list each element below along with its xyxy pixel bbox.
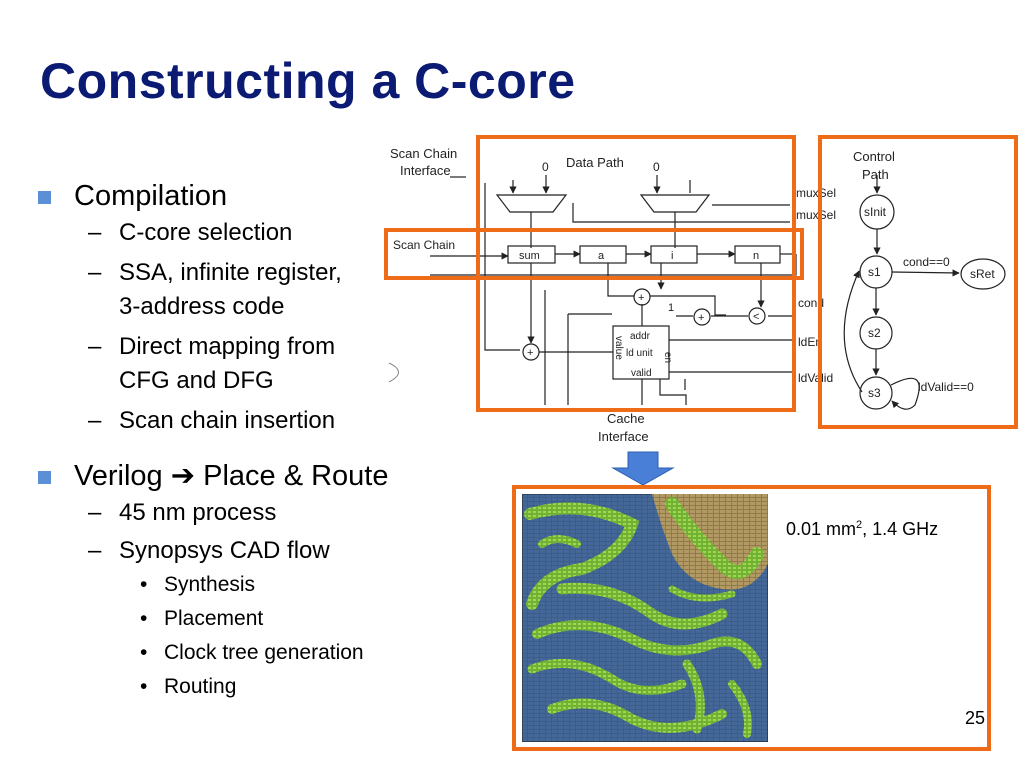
slide-title: Constructing a C-core [40,53,576,109]
state-s3 [859,376,893,410]
square-bullet-icon [38,191,51,204]
svg-text:i: i [671,250,673,262]
svg-text:Interface: Interface [400,163,451,178]
scan-chain-highlight [384,228,804,280]
data-path-highlight [476,135,796,412]
subsub-bullet: •Routing [140,675,237,698]
sub-bullet-continuation: CFG and DFG [119,367,274,394]
svg-text:ld unit: ld unit [626,348,653,359]
svg-text:+: + [527,347,533,359]
svg-text:Interface: Interface [598,429,649,444]
chip-layout-image [522,494,768,742]
bullet-verilog: Verilog ➔ Place & Route [38,456,458,496]
svg-text:sRet: sRet [970,267,995,281]
svg-text:+: + [698,312,704,324]
svg-text:sum: sum [519,250,540,262]
bullet-list: Compilation –C-core selection –SSA, infi… [38,176,458,704]
ld-unit [612,325,670,380]
svg-text:s2: s2 [868,326,881,340]
svg-text:s1: s1 [868,265,881,279]
mux-left [495,194,568,213]
svg-text:muxSel: muxSel [796,186,836,200]
svg-text:0: 0 [653,160,660,174]
subsub-bullet: •Placement [140,607,264,630]
svg-text:ldValid: ldValid [798,371,833,385]
comparator [748,307,766,325]
sub-bullet: –Direct mapping from [88,333,336,360]
svg-text:en: en [662,352,673,363]
adder-top [633,288,651,306]
cache-interface-label: Cache [607,411,645,426]
bullet-compilation: Compilation [38,176,458,216]
sub-bullet: –Synopsys CAD flow [88,537,330,564]
svg-text:valid: valid [631,368,652,379]
sub-bullet-continuation: 3-address code [119,293,285,320]
svg-text:a: a [598,250,605,262]
adder-mid [693,308,711,326]
control-path-label: Control [853,149,895,164]
subsub-bullet: •Clock tree generation [140,641,364,664]
page-number: 25 [965,708,986,728]
svg-text:ldEn: ldEn [798,335,822,349]
area-frequency-spec: 0.01 mm2, 1.4 GHz [786,519,939,539]
svg-text:ldValid==0: ldValid==0 [918,380,974,394]
svg-text:cond: cond [798,296,824,310]
square-bullet-icon [38,471,51,484]
svg-text:addr: addr [630,331,651,342]
svg-text:+: + [638,292,644,304]
svg-text:s3: s3 [868,386,881,400]
sub-bullet: –45 nm process [88,499,277,526]
sub-bullet: –Scan chain insertion [88,407,336,434]
scan-chain-label: Scan Chain [393,238,455,252]
scan-chain-interface-label: Scan Chain [390,146,457,161]
svg-text:muxSel: muxSel [796,208,836,222]
data-path-label: Data Path [566,155,624,170]
arrow-down-icon [611,451,675,486]
svg-text:value: value [613,336,624,360]
svg-text:cond==0: cond==0 [903,255,950,269]
sub-bullet: –SSA, infinite register, [88,259,342,286]
mux-right [639,194,711,213]
svg-text:<: < [753,311,759,323]
svg-text:n: n [753,250,759,262]
svg-text:Path: Path [862,167,889,182]
state-sret [960,258,1006,290]
sub-bullet: –C-core selection [88,219,293,246]
svg-text:0: 0 [542,160,549,174]
svg-text:1: 1 [668,302,674,314]
svg-text:sInit: sInit [864,205,887,219]
arrow-right-icon: ➔ [170,460,196,492]
subsub-bullet: •Synthesis [140,573,256,596]
control-path-highlight [818,135,1018,429]
layout-highlight [512,485,991,751]
